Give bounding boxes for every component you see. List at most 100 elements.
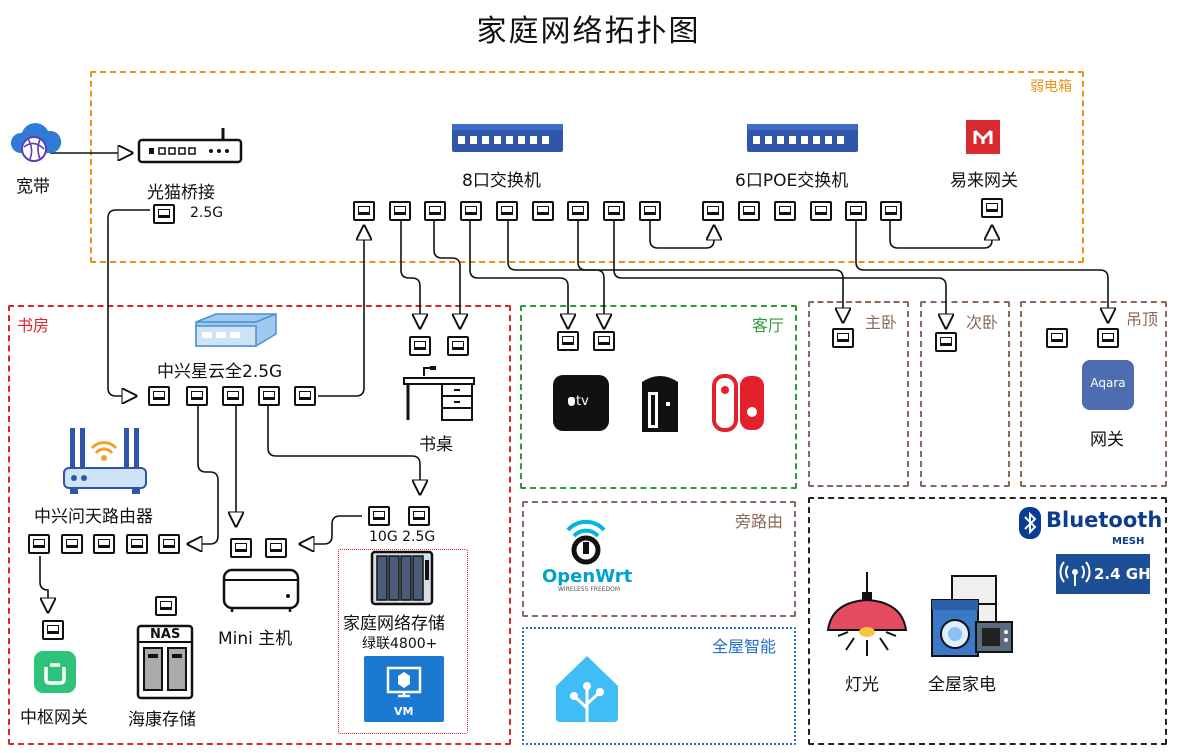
yeelight-port[interactable] [981, 198, 1003, 218]
nas-ports-label: 10G 2.5G [369, 529, 436, 545]
apple-tv-icon [553, 375, 609, 431]
xbox-console-icon [642, 376, 678, 432]
vm-icon [364, 656, 444, 722]
switch-8-port-5[interactable] [496, 201, 518, 221]
zone-nas-box [338, 549, 468, 734]
home-appliance-icon [931, 575, 1013, 657]
modem-speed-label: 2.5G [190, 205, 224, 221]
zte-star-device-icon [195, 313, 277, 347]
desk-label: 书桌 [419, 435, 453, 455]
ceiling-port-1[interactable] [1046, 328, 1068, 348]
hikvision-port[interactable] [155, 596, 177, 616]
vm-label: VM [394, 705, 414, 718]
hikvision-label: 海康存储 [128, 710, 196, 730]
hub-port[interactable] [42, 620, 64, 640]
switch-8-port-7[interactable] [567, 201, 589, 221]
modem-label: 光猫桥接 [147, 183, 215, 203]
zte-star-port-4[interactable] [258, 386, 280, 406]
switch-8-port-2[interactable] [389, 201, 411, 221]
yeelight-label: 易来网关 [950, 171, 1018, 191]
nas-port-10g[interactable] [368, 506, 390, 526]
aqara-label: 网关 [1090, 430, 1124, 450]
modem-port[interactable] [153, 204, 175, 224]
home-assistant-icon [556, 656, 618, 722]
ceiling-light-icon [826, 572, 908, 656]
nintendo-switch-icon [712, 374, 764, 432]
master-port[interactable] [832, 328, 854, 348]
mini-host-icon [222, 568, 300, 612]
nas-port-2.5g[interactable] [408, 506, 430, 526]
switch-8-port-4[interactable] [460, 201, 482, 221]
zone-label-living: 客厅 [752, 316, 785, 335]
zone-ceiling [1020, 301, 1167, 487]
living-port-1[interactable] [557, 331, 579, 351]
desk-port-1[interactable] [409, 336, 431, 356]
zone-label-bypass: 旁路由 [735, 512, 784, 531]
broadband-label: 宽带 [16, 177, 50, 197]
openwrt-logo-icon [566, 519, 606, 565]
wifi-badge [1056, 554, 1150, 594]
zone-weak-box [90, 71, 1084, 263]
switch-poe-port-3[interactable] [774, 201, 796, 221]
zone-label-weak-box: 弱电箱 [1030, 79, 1072, 95]
wifi-signal-icon [1059, 561, 1091, 586]
ceiling-port-2[interactable] [1097, 328, 1119, 348]
zte-router-port-2[interactable] [61, 534, 83, 554]
nas-model-label: 绿联4800+ [362, 636, 438, 652]
mini-port-1[interactable] [230, 538, 252, 558]
switch-8-port-9[interactable] [639, 201, 661, 221]
zte-star-port-5[interactable] [294, 386, 316, 406]
wifi-band-label: 2.4 GHz [1094, 565, 1160, 583]
zone-master [808, 301, 909, 487]
light-label: 灯光 [845, 675, 879, 695]
switch-8-icon [452, 124, 563, 152]
zte-star-port-2[interactable] [186, 386, 208, 406]
living-port-2[interactable] [593, 331, 615, 351]
second-port[interactable] [935, 332, 957, 352]
openwrt-sub-label: WIRELESS FREEDOM [558, 586, 621, 593]
mini-port-2[interactable] [265, 538, 287, 558]
aqara-logo-label: Aqara [1090, 376, 1126, 390]
zone-bypass [522, 501, 796, 617]
modem-icon [137, 128, 243, 164]
switch-8-port-3[interactable] [424, 201, 446, 221]
switch-poe-port-5[interactable] [845, 201, 867, 221]
nas-badge-label: NAS [150, 627, 181, 642]
apple-logo-icon [568, 397, 575, 406]
mi-hub-icon [34, 651, 76, 693]
zte-router-port-1[interactable] [28, 534, 50, 554]
zte-router-port-5[interactable] [158, 534, 180, 554]
zte-star-port-3[interactable] [222, 386, 244, 406]
broadband-cloud-icon [10, 123, 62, 162]
switch-poe-port-1[interactable] [702, 201, 724, 221]
apple-tv-label: tv [576, 394, 589, 409]
zone-smart [522, 627, 796, 745]
zte-router-port-4[interactable] [126, 534, 148, 554]
nas-home-label: 家庭网络存储 [343, 614, 445, 634]
switch-8-label: 8口交换机 [462, 171, 541, 191]
switch-8-port-6[interactable] [532, 201, 554, 221]
bluetooth-logo-icon [1019, 507, 1041, 539]
page-title: 家庭网络拓扑图 [476, 14, 701, 49]
zte-star-label: 中兴星云全2.5G [157, 362, 283, 382]
appliance-label: 全屋家电 [928, 675, 996, 695]
zone-label-study: 书房 [17, 316, 50, 335]
switch-poe-port-4[interactable] [810, 201, 832, 221]
zone-study [8, 305, 511, 745]
zte-star-port-1[interactable] [148, 386, 170, 406]
zone-label-second: 次卧 [966, 313, 999, 332]
desk-icon [403, 366, 475, 421]
zte-router-port-3[interactable] [93, 534, 115, 554]
nas-hikvision-icon [136, 624, 194, 700]
switch-poe-icon [747, 124, 858, 152]
bluetooth-label: Bluetooth [1046, 508, 1163, 532]
switch-poe-port-2[interactable] [738, 201, 760, 221]
switch-poe-port-6[interactable] [880, 201, 902, 221]
switch-8-port-1[interactable] [353, 201, 375, 221]
mini-host-label: Mini 主机 [218, 629, 293, 649]
nas-home-icon [370, 550, 434, 606]
desk-port-2[interactable] [447, 336, 469, 356]
zte-router-label: 中兴问天路由器 [34, 507, 153, 527]
switch-8-port-8[interactable] [603, 201, 625, 221]
